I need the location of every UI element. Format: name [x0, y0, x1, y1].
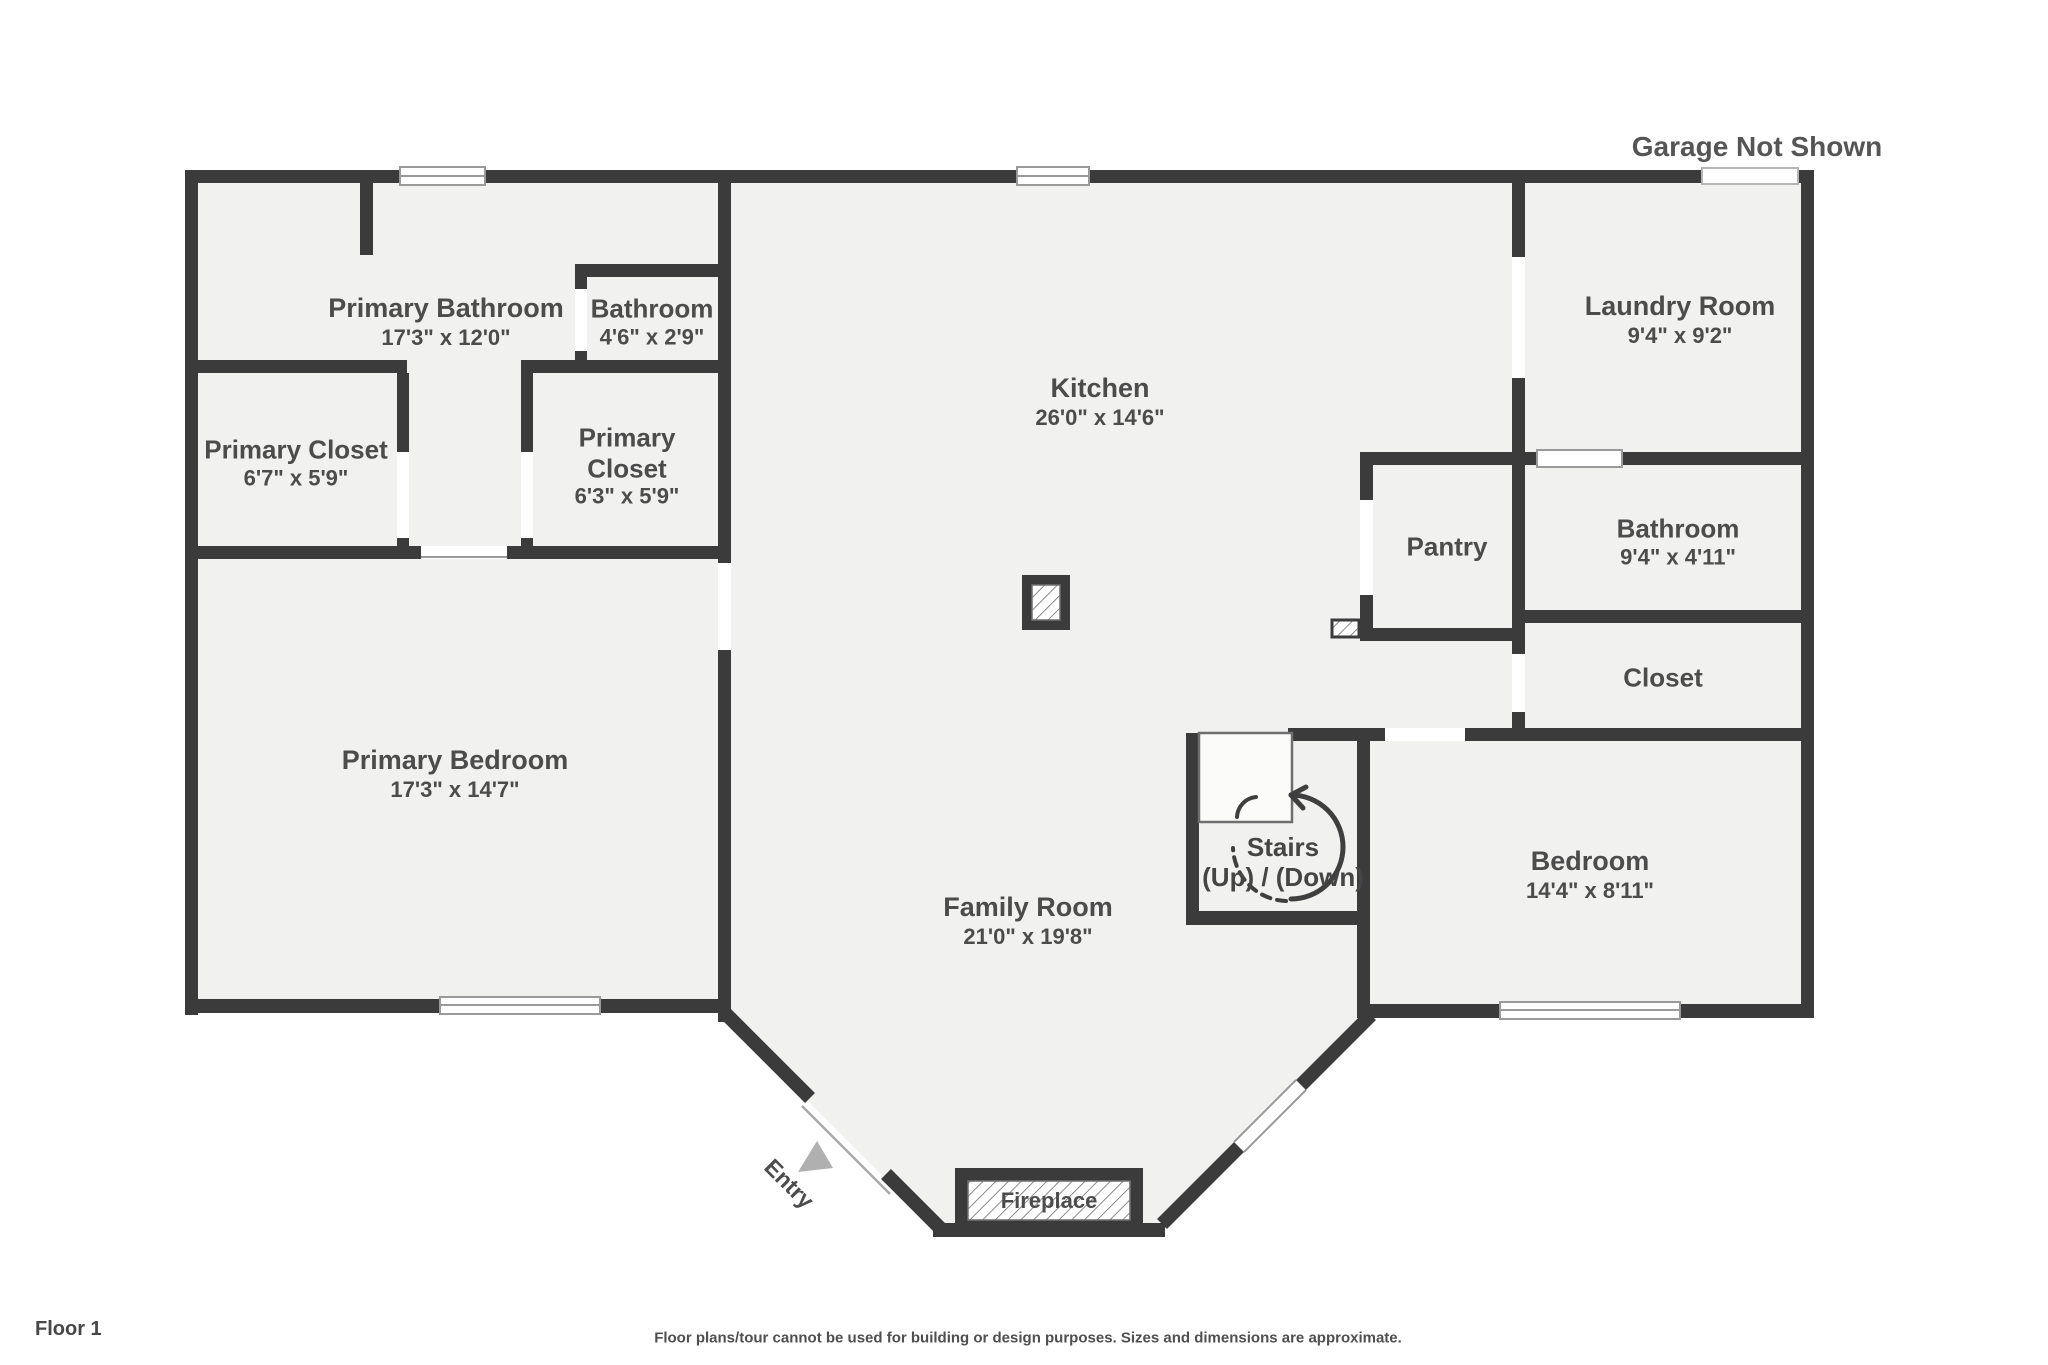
room-label-primary-closet-2: Primary Closet 6'3" x 5'9" [575, 422, 680, 509]
room-dims: 14'4" x 8'11" [1526, 877, 1654, 903]
door-openings [397, 257, 1525, 741]
room-name: Primary Bathroom [328, 293, 564, 324]
room-name: Bedroom [1530, 846, 1650, 877]
room-name: Closet [1623, 662, 1703, 693]
room-label-family-room: Family Room 21'0" x 19'8" [943, 892, 1113, 950]
room-dims: 6'7" x 5'9" [243, 465, 349, 491]
room-name: Bathroom [590, 293, 714, 324]
room-label-bathroom-2: Bathroom 9'4" x 4'11" [1617, 514, 1740, 571]
floor-plate [192, 176, 1808, 1228]
room-name: Primary Bedroom [341, 745, 569, 776]
disclaimer-text: Floor plans/tour cannot be used for buil… [654, 1329, 1402, 1347]
room-dims: 9'4" x 9'2" [1627, 322, 1733, 348]
room-label-primary-bathroom: Primary Bathroom 17'3" x 12'0" [328, 293, 564, 351]
bay-window-symbol [1233, 1079, 1307, 1153]
fireplace-label: Fireplace [1000, 1188, 1098, 1213]
room-name: Family Room [943, 892, 1113, 923]
cased-opening [421, 546, 507, 559]
room-name: Closet [587, 453, 667, 484]
room-label-closet: Closet [1623, 663, 1702, 694]
bay-walls [721, 1009, 1376, 1236]
stairs-direction-arrow-icon [1231, 784, 1346, 903]
room-dims: 26'0" x 14'6" [1035, 404, 1165, 430]
room-label-primary-closet-1: Primary Closet 6'7" x 5'9" [204, 435, 388, 492]
stairs-label-line1: Stairs [1246, 832, 1320, 863]
room-label-laundry-room: Laundry Room 9'4" x 9'2" [1585, 291, 1776, 349]
room-dims: 17'3" x 14'7" [390, 776, 520, 802]
room-name: Primary Closet [204, 434, 388, 465]
room-label-bedroom: Bedroom 14'4" x 8'11" [1526, 846, 1654, 904]
garage-note: Garage Not Shown [1631, 131, 1883, 162]
stairs-label-line2: (Up) / (Down) [1202, 862, 1364, 892]
stairs-label: Stairs (Up) / (Down) [1202, 832, 1364, 893]
fireplace-symbol [955, 1168, 1143, 1233]
kitchen-chimney-symbol [1022, 575, 1070, 630]
room-name: Primary [578, 422, 676, 453]
room-dims: 6'3" x 5'9" [574, 483, 680, 509]
room-name: Pantry [1406, 531, 1488, 562]
floor-number-label: Floor 1 [35, 1318, 102, 1340]
room-dims: 21'0" x 19'8" [963, 923, 1093, 949]
room-name: Bathroom [1616, 513, 1740, 544]
room-dims: 9'4" x 4'11" [1620, 544, 1736, 570]
stairs-landing [1197, 731, 1294, 824]
pantry-vent-symbol [1330, 618, 1361, 639]
room-name: Laundry Room [1584, 291, 1776, 322]
room-label-bathroom-small: Bathroom 4'6" x 2'9" [591, 294, 714, 351]
room-dims: 17'3" x 12'0" [381, 324, 511, 350]
entry-opening-edge [801, 1105, 891, 1195]
room-label-pantry: Pantry [1407, 532, 1488, 563]
window-symbols [399, 166, 1799, 1020]
room-label-primary-bedroom: Primary Bedroom 17'3" x 14'7" [342, 745, 569, 803]
room-name: Kitchen [1050, 373, 1150, 404]
room-label-kitchen: Kitchen 26'0" x 14'6" [1035, 373, 1164, 431]
room-dims: 4'6" x 2'9" [599, 324, 705, 350]
entry-direction-arrow-icon [798, 1141, 833, 1172]
